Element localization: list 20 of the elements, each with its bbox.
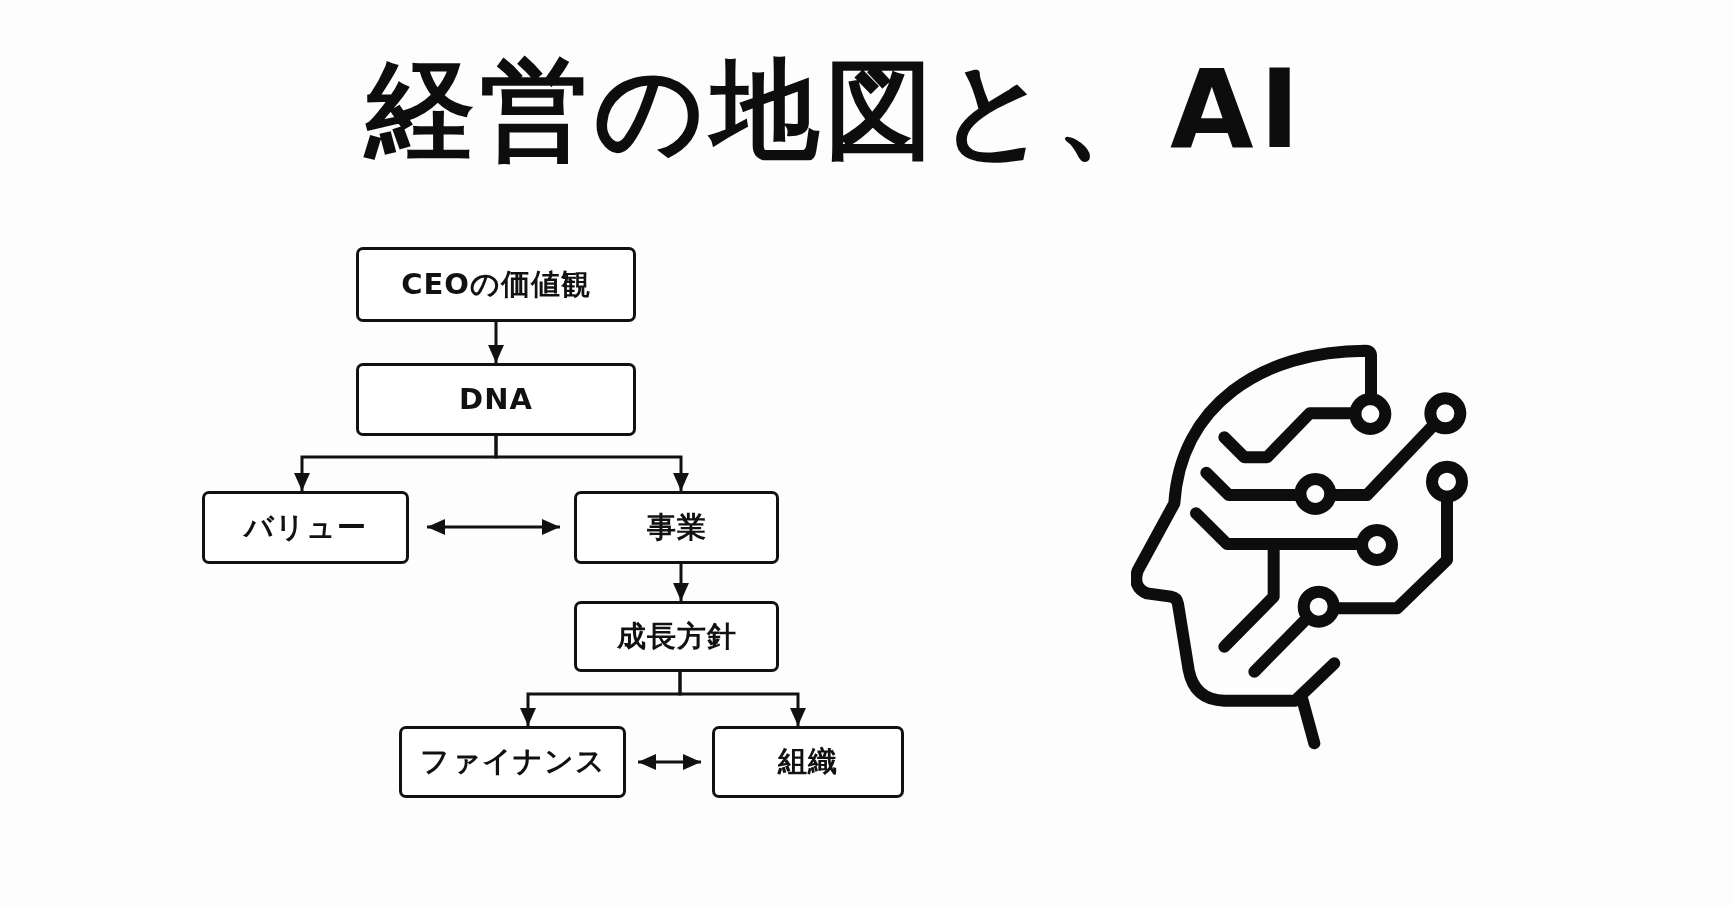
process-box xyxy=(202,491,409,564)
arrow xyxy=(488,322,504,363)
arrow xyxy=(678,672,806,726)
process-box xyxy=(356,363,636,436)
box-label: DNA xyxy=(459,383,533,416)
double-arrow xyxy=(427,519,560,535)
process-box xyxy=(356,247,636,322)
process-box xyxy=(712,726,904,798)
box-label: 事業 xyxy=(646,511,707,544)
arrow xyxy=(494,436,689,491)
box-label: ファイナンス xyxy=(419,746,606,778)
process-box xyxy=(399,726,626,798)
double-arrow xyxy=(638,754,701,770)
process-box xyxy=(574,601,779,672)
box-label: バリュー xyxy=(244,511,367,544)
arrow xyxy=(673,564,689,601)
box-label: CEOの価値観 xyxy=(401,268,591,301)
box-label: 成長方針 xyxy=(616,620,737,653)
process-box xyxy=(574,491,779,564)
box-label: 組織 xyxy=(778,746,838,778)
